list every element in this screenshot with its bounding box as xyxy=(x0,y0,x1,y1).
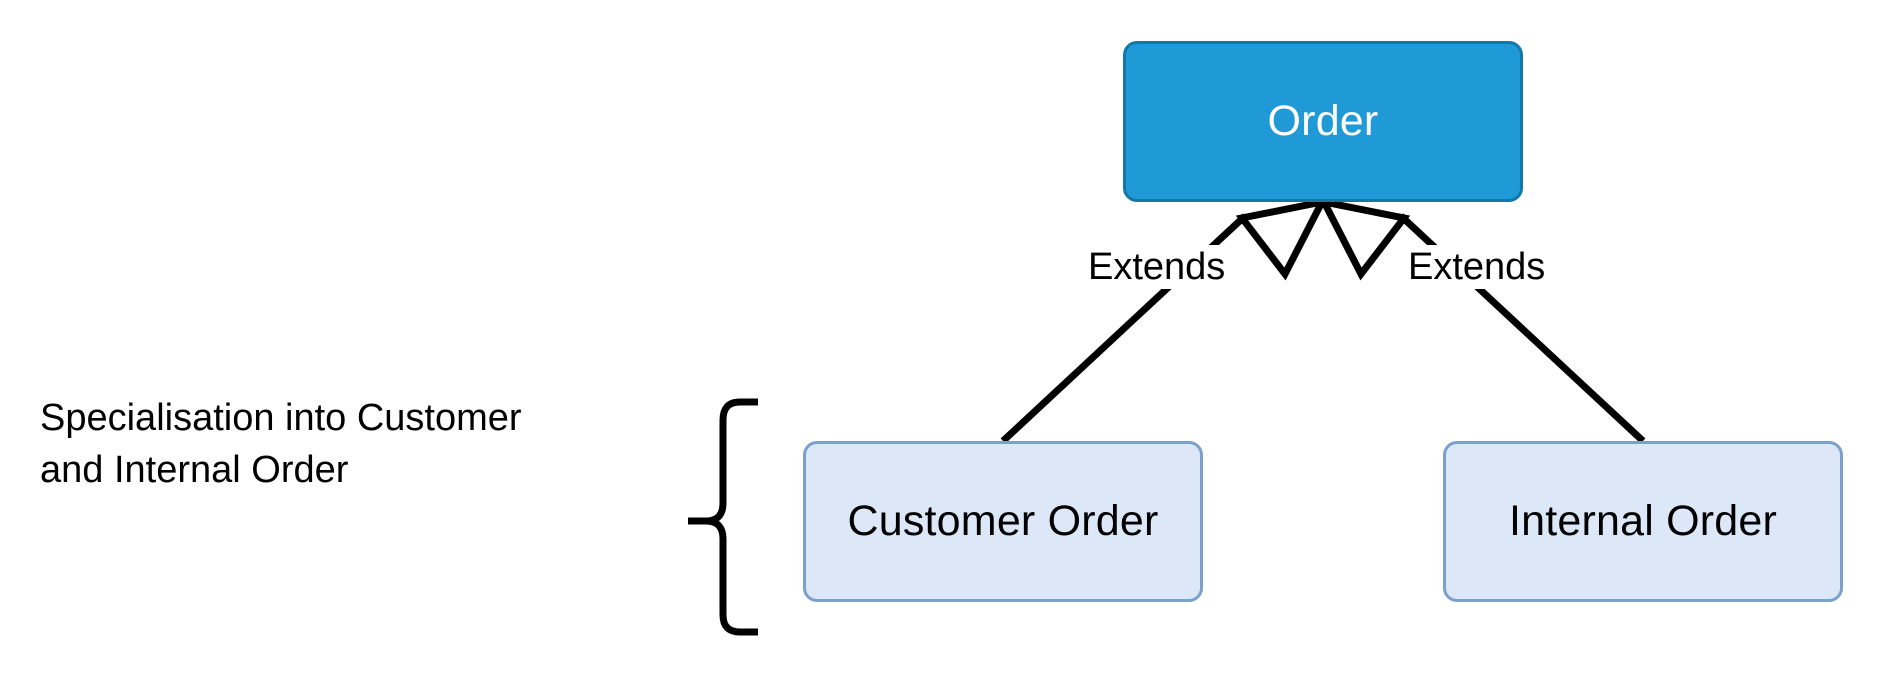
node-internal-order[interactable]: Internal Order xyxy=(1443,441,1843,602)
generalisation-arrowhead-right xyxy=(1317,197,1411,281)
node-customer-order[interactable]: Customer Order xyxy=(803,441,1203,602)
node-internal-order-label: Internal Order xyxy=(1508,497,1778,545)
edge-label-extends-right: Extends xyxy=(1402,245,1552,289)
node-order[interactable]: Order xyxy=(1123,41,1523,202)
node-customer-order-label: Customer Order xyxy=(847,497,1159,545)
annotation-line-2: and Internal Order xyxy=(40,449,349,491)
edge-label-extends-left: Extends xyxy=(1082,245,1232,289)
node-order-label: Order xyxy=(1267,97,1379,145)
generalisation-arrowhead-left xyxy=(1235,197,1329,281)
annotation-specialisation: Specialisation into Customer and Interna… xyxy=(40,392,600,496)
grouping-brace xyxy=(702,398,758,636)
annotation-line-1: Specialisation into Customer xyxy=(40,397,522,439)
